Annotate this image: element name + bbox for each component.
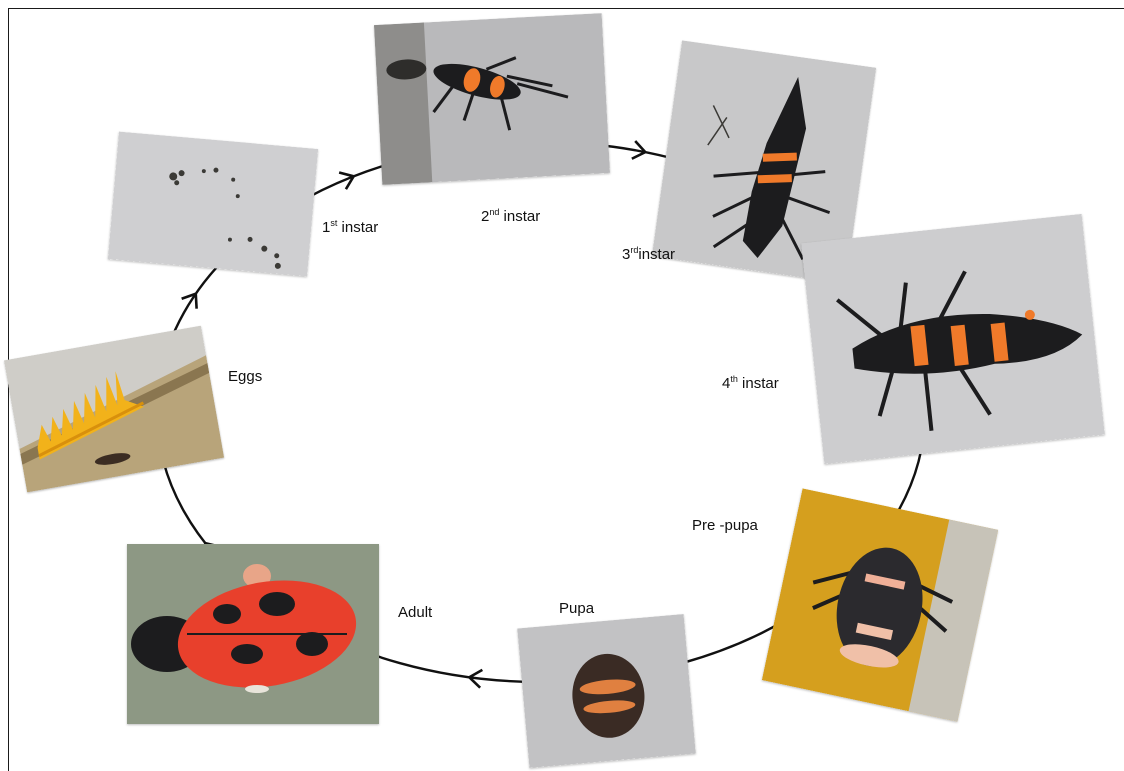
label-instar1: 1st instar xyxy=(322,219,378,237)
label-instar3: 3rdinstar xyxy=(622,246,675,264)
label-instar2: 2nd instar xyxy=(481,208,540,226)
label-prepupa: Pre -pupa xyxy=(692,517,758,535)
instar2-photo xyxy=(374,13,610,185)
label-eggs: Eggs xyxy=(228,368,262,386)
instar4-photo xyxy=(801,214,1105,464)
prepupa-photo xyxy=(762,488,998,721)
label-pupa: Pupa xyxy=(559,600,594,618)
adult-photo xyxy=(127,544,379,724)
instar1-photo xyxy=(108,132,318,277)
label-instar4: 4th instar xyxy=(722,375,779,393)
pupa-photo xyxy=(517,614,696,768)
label-adult: Adult xyxy=(398,604,432,622)
